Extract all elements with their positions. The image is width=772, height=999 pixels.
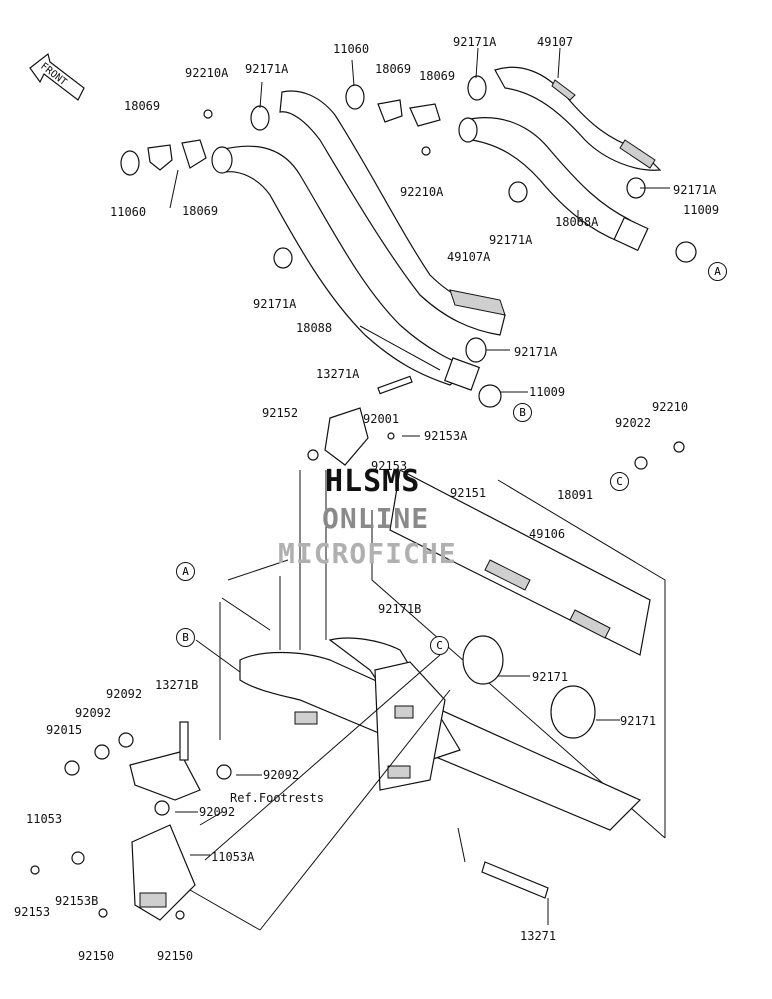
- callout-c: C: [610, 472, 629, 491]
- part-label: 92210: [652, 400, 689, 414]
- part-label: 49106: [529, 527, 566, 541]
- part-label: 11053A: [211, 850, 255, 864]
- part-label: 92015: [46, 723, 83, 737]
- part-label: 49107A: [447, 250, 491, 264]
- part-label: 92092: [199, 805, 236, 819]
- gaskets: [120, 75, 697, 408]
- part-label: 18069: [419, 69, 456, 83]
- part-label: 11060: [333, 42, 370, 56]
- part-label: 18069: [124, 99, 161, 113]
- clamps-92171: [462, 635, 596, 739]
- part-label: 11009: [529, 385, 566, 399]
- heat-shield-49107A: [279, 90, 506, 336]
- hardware: [30, 432, 685, 920]
- watermark-line1: HLSMS: [325, 464, 421, 499]
- part-label: 11009: [683, 203, 720, 217]
- part-label: 92153B: [55, 894, 99, 908]
- front-arrow-icon: [29, 52, 85, 101]
- leader-lines: [169, 47, 670, 931]
- exhaust-pipe-18088: [211, 145, 481, 391]
- part-label: 18069: [375, 62, 412, 76]
- part-label: 92150: [157, 949, 194, 963]
- part-label: 92171A: [253, 297, 297, 311]
- part-label: 13271B: [155, 678, 199, 692]
- ref-footrests-label: Ref.Footrests: [230, 791, 324, 805]
- part-label: 49107: [537, 35, 574, 49]
- part-label: 18091: [557, 488, 594, 502]
- part-label: 18088A: [555, 215, 599, 229]
- part-label: 13271A: [316, 367, 360, 381]
- part-label: 92171A: [245, 62, 289, 76]
- part-label: 92153: [371, 459, 408, 473]
- part-label: 92171: [620, 714, 657, 728]
- callout-a: A: [176, 562, 195, 581]
- part-label: 92151: [450, 486, 487, 500]
- part-label: 18069: [182, 204, 219, 218]
- part-label: 92171: [532, 670, 569, 684]
- part-label: 92092: [263, 768, 300, 782]
- part-label: 92171A: [514, 345, 558, 359]
- part-label: 92001: [363, 412, 400, 426]
- part-label: 92153: [14, 905, 51, 919]
- part-label: 13271: [520, 929, 557, 943]
- part-label: 92171B: [378, 602, 422, 616]
- part-label: 92022: [615, 416, 652, 430]
- flanges: [147, 99, 441, 171]
- muffler-lower: [239, 637, 642, 831]
- callout-b: B: [176, 628, 195, 647]
- part-label: 92210A: [185, 66, 229, 80]
- part-label: 18088: [296, 321, 333, 335]
- part-label: 92210A: [400, 185, 444, 199]
- watermark-line3: MICROFICHE: [278, 537, 457, 570]
- heat-shield-49107: [494, 66, 662, 171]
- bracket-13271A: [324, 375, 413, 466]
- callout-a: A: [708, 262, 727, 281]
- bracket-lower: [129, 721, 549, 921]
- watermark-line2: ONLINE: [322, 502, 430, 535]
- part-label: 92150: [78, 949, 115, 963]
- part-label: 92153A: [424, 429, 468, 443]
- part-label: 11053: [26, 812, 63, 826]
- part-label: 92092: [106, 687, 143, 701]
- part-label: 92152: [262, 406, 299, 420]
- muffler-upper: [389, 469, 651, 656]
- part-label: 92171A: [673, 183, 717, 197]
- part-label: 92171A: [453, 35, 497, 49]
- part-label: 92092: [75, 706, 112, 720]
- part-label: 92171A: [489, 233, 533, 247]
- part-label: 11060: [110, 205, 147, 219]
- exhaust-pipe-18088A: [458, 117, 649, 252]
- callout-b: B: [513, 403, 532, 422]
- callout-c: C: [430, 636, 449, 655]
